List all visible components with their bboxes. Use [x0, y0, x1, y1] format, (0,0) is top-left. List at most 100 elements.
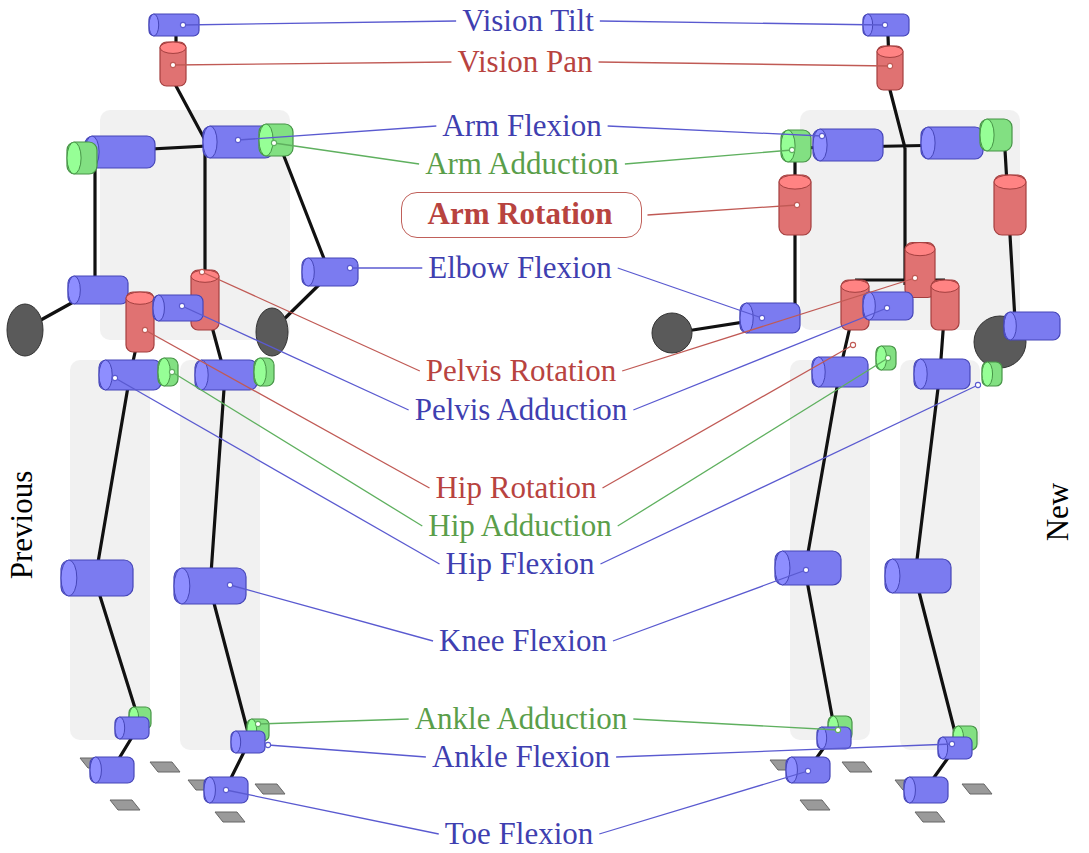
actuator-body — [1004, 312, 1060, 340]
actuator-body — [863, 292, 913, 320]
leader-line — [600, 385, 978, 564]
joint-label: Pelvis Adduction — [415, 393, 628, 427]
leader-line — [603, 345, 853, 488]
joint-label: Hip Rotation — [435, 471, 596, 505]
leader-line — [599, 62, 890, 66]
actuator-body — [914, 359, 970, 389]
actuator-cap — [885, 559, 900, 593]
leader-line — [633, 719, 838, 730]
leader-line — [268, 745, 426, 757]
actuator-body — [254, 358, 274, 386]
actuator-body — [885, 559, 951, 593]
actuator-body — [158, 358, 178, 386]
actuator-cap — [191, 270, 219, 282]
actuator-cap — [841, 280, 869, 292]
actuator-cap — [740, 303, 753, 333]
actuator-cap — [259, 124, 273, 156]
hand-disc — [7, 304, 43, 356]
actuator-cap — [153, 295, 164, 321]
leader-dot — [975, 382, 980, 387]
actuator-cap — [204, 777, 215, 803]
joint-actuator — [813, 129, 883, 161]
joint-label: Toe Flexion — [445, 817, 594, 851]
leader-dot — [794, 202, 799, 207]
actuator-cap — [994, 175, 1026, 189]
leader-line — [173, 62, 451, 65]
robot-body-shade — [900, 360, 980, 750]
skeleton-link — [275, 146, 330, 328]
leader-dot — [227, 582, 232, 587]
leader-dot — [759, 315, 764, 320]
leader-dot — [255, 721, 260, 726]
foot-plate — [962, 784, 992, 794]
leader-dot — [199, 269, 204, 274]
actuator-cap — [203, 126, 217, 158]
joint-actuator — [115, 717, 149, 739]
leader-line — [648, 205, 798, 215]
joint-label: Hip Flexion — [446, 547, 595, 581]
actuator-body — [259, 124, 293, 156]
highlight-box: Arm Rotation — [401, 192, 642, 238]
joint-actuator — [231, 731, 265, 753]
leader-dot — [835, 727, 840, 732]
joint-actuator — [863, 292, 913, 320]
joint-actuator — [775, 551, 841, 585]
leader-dot — [887, 63, 892, 68]
actuator-body — [153, 295, 203, 321]
leader-dot — [271, 140, 276, 145]
robot-body-shade — [70, 360, 150, 740]
joint-actuator — [914, 359, 970, 389]
robot-version-label: Previous — [5, 471, 39, 580]
actuator-body — [61, 560, 133, 596]
leader-line — [226, 790, 439, 834]
foot-plate — [915, 812, 945, 822]
leader-line — [183, 21, 456, 25]
leader-line — [350, 267, 422, 268]
leader-line — [625, 150, 792, 164]
actuator-body — [90, 757, 134, 783]
actuator-cap — [174, 568, 190, 604]
actuator-body — [302, 258, 358, 286]
joint-actuator — [67, 142, 97, 174]
actuator-body — [904, 777, 948, 803]
leader-dot — [882, 22, 887, 27]
joint-label: Pelvis Rotation — [426, 354, 616, 388]
joint-label: Knee Flexion — [439, 624, 607, 658]
actuator-body — [231, 731, 265, 753]
actuator-cap — [779, 175, 811, 189]
actuator-cap — [61, 560, 77, 596]
robot-body-shade — [800, 110, 1020, 330]
leader-dot — [142, 327, 147, 332]
joint-actuator — [994, 175, 1026, 235]
leader-dot — [180, 22, 185, 27]
joint-actuator — [254, 358, 274, 386]
leader-line — [238, 126, 436, 140]
actuator-cap — [68, 276, 80, 304]
joint-actuator — [980, 119, 1012, 151]
actuator-body — [67, 142, 97, 174]
actuator-cap — [921, 127, 935, 159]
joint-actuator — [158, 358, 178, 386]
actuator-cap — [158, 358, 170, 386]
leader-line — [618, 268, 762, 318]
joint-actuator — [786, 757, 830, 783]
actuator-body — [980, 119, 1012, 151]
joint-label: Hip Adduction — [428, 509, 611, 543]
foot-plate — [110, 800, 140, 810]
robot-version-label: New — [1041, 483, 1075, 542]
hand-disc — [652, 313, 692, 353]
joint-label: Arm Rotation — [428, 197, 615, 231]
joint-actuator — [921, 127, 983, 159]
actuator-cap — [904, 777, 915, 803]
actuator-body — [115, 717, 149, 739]
actuator-body — [982, 362, 1002, 386]
actuator-body — [938, 737, 972, 759]
leader-dot — [803, 567, 808, 572]
joint-actuator — [1004, 312, 1060, 340]
joint-actuator — [99, 360, 161, 390]
joint-actuator — [302, 258, 358, 286]
leader-line — [633, 308, 887, 410]
actuator-cap — [126, 292, 154, 304]
robot-figures — [7, 14, 1060, 822]
actuator-cap — [817, 727, 827, 749]
